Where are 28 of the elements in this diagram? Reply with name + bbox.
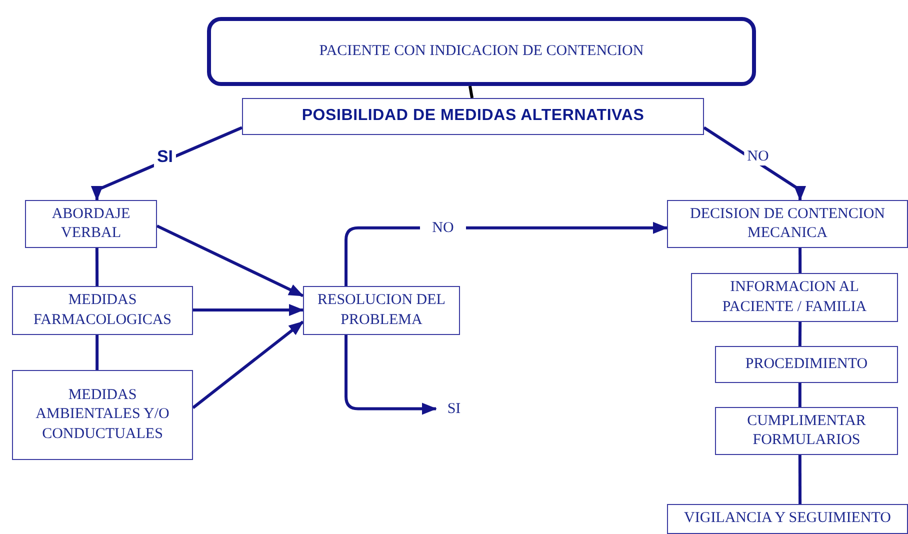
process-box: ABORDAJE VERBAL: [25, 200, 157, 248]
edge-label: SI: [154, 147, 176, 167]
connector-line: [468, 86, 474, 98]
process-box: RESOLUCION DEL PROBLEMA: [303, 286, 460, 335]
arrow: [344, 335, 437, 415]
process-box: MEDIDAS AMBIENTALES Y/O CONDUCTUALES: [12, 370, 193, 460]
process-box: VIGILANCIA Y SEGUIMIENTO: [667, 504, 908, 534]
start-box: PACIENTE CON INDICACION DE CONTENCION: [207, 17, 756, 86]
connector-line: [798, 248, 802, 273]
process-box: CUMPLIMENTAR FORMULARIOS: [715, 407, 898, 455]
arrow: [192, 320, 304, 409]
connector-line: [798, 383, 802, 407]
connector-line: [798, 455, 802, 504]
connector-line: [95, 248, 99, 286]
process-box: MEDIDAS FARMACOLOGICAS: [12, 286, 193, 335]
process-box: DECISION DE CONTENCION MECANICA: [667, 200, 908, 248]
process-box: INFORMACION AL PACIENTE / FAMILIA: [691, 273, 898, 322]
arrow: [156, 224, 304, 298]
connector-line: [344, 226, 420, 286]
arrow: [466, 222, 668, 234]
arrow: [90, 126, 243, 201]
branch-label: SI: [436, 398, 472, 422]
branch-label: NO: [420, 218, 466, 240]
process-box: PROCEDIMIENTO: [715, 346, 898, 383]
connector-line: [96, 335, 99, 370]
decision-box: POSIBILIDAD DE MEDIDAS ALTERNATIVAS: [242, 98, 704, 135]
arrow: [193, 304, 304, 316]
connector-line: [798, 322, 802, 346]
